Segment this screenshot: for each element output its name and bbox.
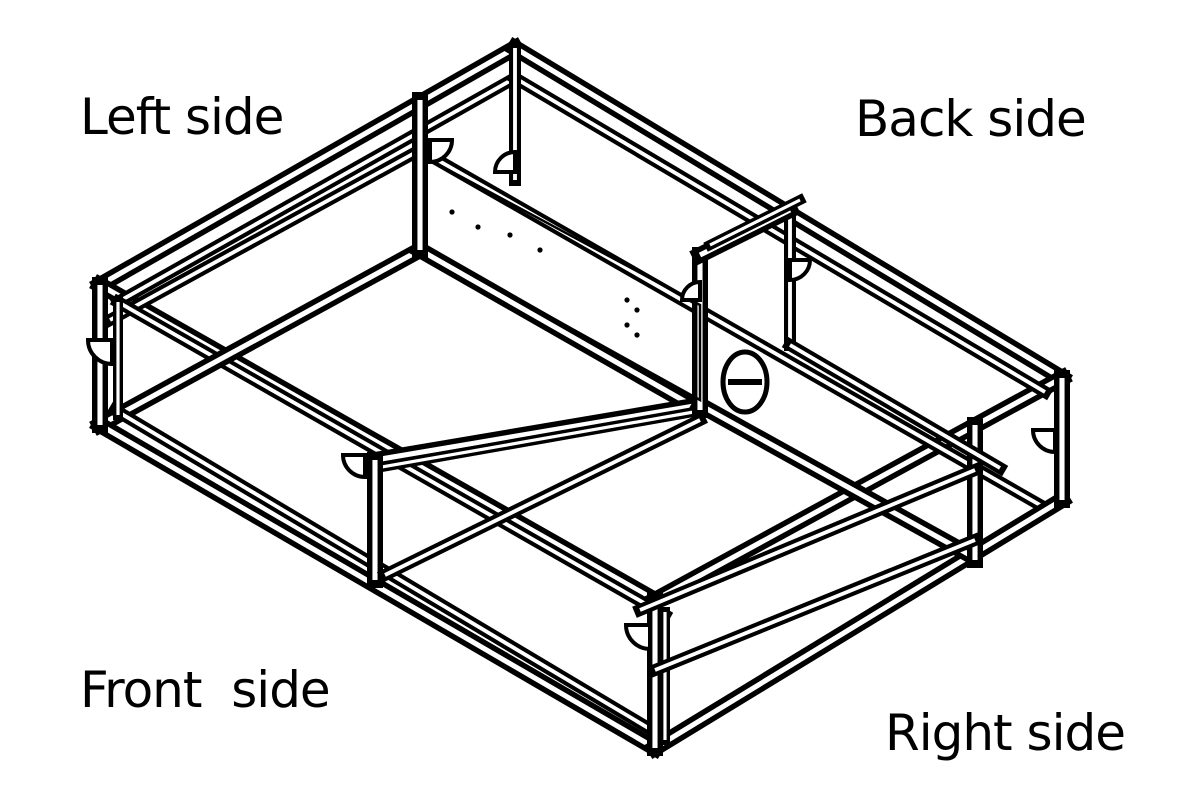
panel-hole-4: [537, 247, 543, 253]
gusset-right-back: [1030, 428, 1057, 455]
back-inner-rail-upper: [506, 69, 1054, 401]
bottom-left-beam: [89, 239, 431, 436]
panel-hole-6: [624, 322, 630, 328]
right-side-label: Right side: [885, 704, 1126, 762]
right-lower-rail: [647, 532, 983, 678]
back-lower-rail: [781, 336, 1009, 477]
gusset-back-left: [428, 138, 455, 165]
panel-hole-3: [507, 232, 513, 238]
frame-details: [85, 138, 1057, 652]
gusset-front-middle: [340, 453, 367, 480]
center-cross-rail-lower: [359, 404, 711, 476]
panel-hole-5: [624, 297, 630, 303]
top-left-beam: [89, 37, 526, 296]
frame-beams: [89, 37, 1073, 759]
panel-hole-1: [449, 209, 455, 215]
back-side-label: Back side: [855, 90, 1087, 148]
top-front-beam: [89, 274, 666, 611]
left-inner-rail-upper: [109, 69, 524, 311]
back-divider-rail-b: [703, 193, 807, 252]
panel-hole-8: [634, 332, 640, 338]
back-panel-plate: [429, 158, 702, 403]
panel-hole-7: [634, 307, 640, 313]
gusset-front-right: [623, 623, 652, 652]
center-cross-rail: [365, 395, 710, 470]
center-right-rail: [689, 394, 981, 566]
gusset-back-middle: [679, 279, 702, 302]
bottom-back-beam-a: [409, 239, 711, 421]
front-side-label: Front side: [80, 661, 331, 719]
left-inner-rail-mid: [101, 141, 429, 329]
bottom-right-beam: [644, 489, 1073, 759]
gusset-back-inner: [788, 258, 813, 283]
gusset-front-left: [85, 338, 114, 367]
left-side-label: Left side: [80, 88, 284, 146]
floor-cross-rail: [376, 411, 709, 584]
panel-hole-2: [475, 224, 481, 230]
right-upper-rail: [632, 462, 983, 618]
gusset-back-top: [492, 149, 517, 174]
